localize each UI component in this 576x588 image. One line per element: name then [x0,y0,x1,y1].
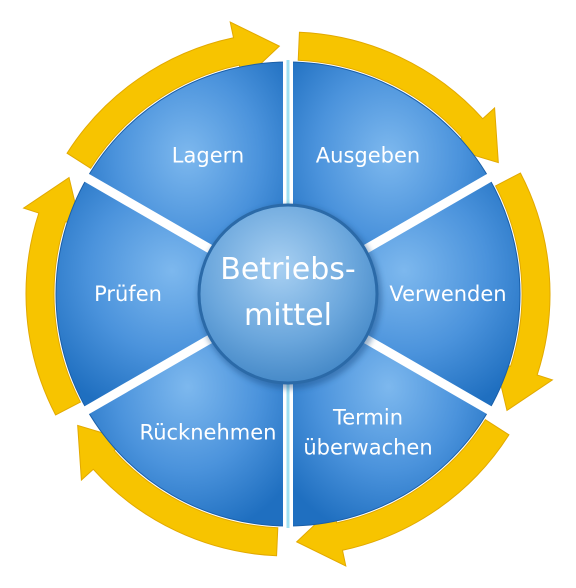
center-hub: Betriebs- mittel [197,203,382,389]
segment-label: Termin [332,406,403,430]
cycle-arrow [494,172,554,412]
segment-label: Prüfen [94,282,162,306]
cycle-arrow [77,424,279,557]
cycle-arrow [66,21,281,169]
segment-label: Rücknehmen [140,421,277,445]
cycle-arrows [22,21,554,567]
segment-label: Ausgeben [316,143,420,167]
segment-label: Verwenden [389,282,506,306]
segment-label: Lagern [172,143,244,167]
center-title-line2: mittel [244,298,332,333]
wheel-segment [286,177,521,411]
wheel-segment [55,177,290,411]
cycle-arrow [297,31,499,164]
cycle-arrow [22,176,82,416]
cycle-arrow [295,419,510,567]
center-title-line1: Betriebs- [220,252,355,287]
segment-label: überwachen [303,436,432,460]
